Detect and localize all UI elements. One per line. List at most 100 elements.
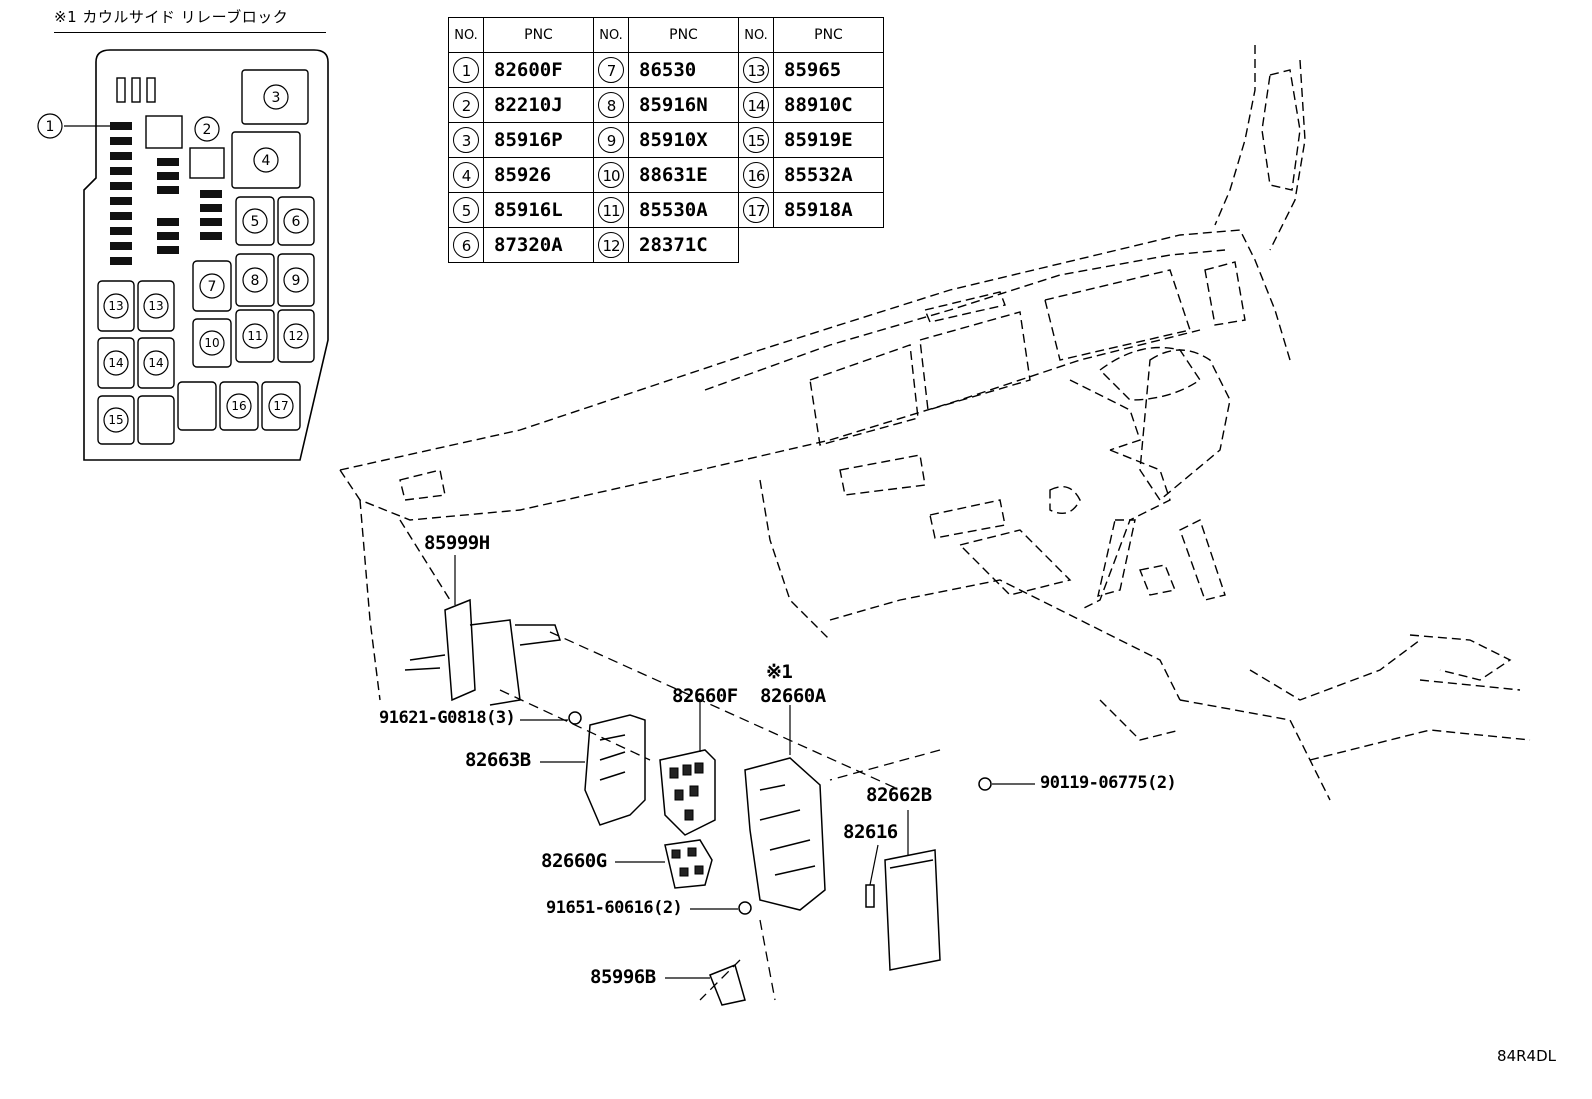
relay-slot-7-label: 7 — [199, 273, 225, 299]
relay-slot-13b-label: 13 — [143, 293, 169, 319]
number-badge: 14 — [743, 92, 769, 118]
number-badge: 1 — [453, 57, 479, 83]
number-badge: 4 — [453, 162, 479, 188]
relay-block-layout: 1 2 3 4 5 6 7 8 9 10 11 12 13 13 14 14 1… — [37, 49, 329, 461]
number-badge: 10 — [598, 162, 624, 188]
relay-82660g — [664, 839, 713, 889]
relay-slot-14b-label: 14 — [143, 350, 169, 376]
relay-slot-11-label: 11 — [242, 323, 268, 349]
relay-slot-12-label: 12 — [283, 323, 309, 349]
relay-block-82660f — [659, 749, 716, 836]
part-label-82663b: 82663B — [465, 749, 531, 771]
title-underline — [54, 32, 326, 33]
relay-slot-2-label: 2 — [194, 116, 220, 142]
number-badge: 16 — [743, 162, 769, 188]
relay-slot-number: 1 — [46, 119, 55, 135]
pnc-cell: 85916N — [628, 87, 739, 123]
part-label-91651-60616: 91651-60616(2) — [546, 898, 683, 918]
relay-slot-number: 15 — [108, 413, 123, 427]
number-badge: 2 — [453, 92, 479, 118]
relay-slot-number: 13 — [148, 299, 163, 313]
relay-block-cover-82663b — [584, 714, 646, 826]
relay-slot-number: 13 — [108, 299, 123, 313]
header-pnc: PNC — [628, 17, 739, 53]
relay-slot-4-label: 4 — [253, 147, 279, 173]
part-label-82660f: 82660F — [672, 685, 738, 707]
relay-block-title: ※1 カウルサイド リレーブロック — [54, 8, 289, 26]
relay-slot-number: 6 — [292, 214, 301, 230]
table-row: 2 82210J 8 85916N 14 88910C — [448, 87, 884, 123]
relay-slot-10-label: 10 — [199, 330, 225, 356]
relay-slot-number: 7 — [208, 279, 217, 295]
pnc-cell: 88631E — [628, 157, 739, 193]
pnc-cell: 85916L — [483, 192, 594, 228]
relay-slot-number: 14 — [148, 356, 163, 370]
table-header-row: NO. PNC NO. PNC NO. PNC — [448, 17, 884, 53]
assembly-guide-lines — [499, 631, 941, 1001]
relay-slot-number: 17 — [273, 399, 288, 413]
header-no: NO. — [448, 17, 484, 53]
part-label-90119-06775: 90119-06775(2) — [1040, 773, 1177, 793]
pnc-cell: 85918A — [773, 192, 884, 228]
part-label-85999h: 85999H — [424, 532, 490, 554]
number-badge: 7 — [598, 57, 624, 83]
relay-slot-15-label: 15 — [103, 407, 129, 433]
part-label-82660g: 82660G — [541, 850, 607, 872]
pnc-cell: 82210J — [483, 87, 594, 123]
junction-block-82660a — [744, 757, 826, 911]
number-badge: 17 — [743, 197, 769, 223]
relay-slot-number: 11 — [247, 329, 262, 343]
relay-slot-14a-label: 14 — [103, 350, 129, 376]
number-badge: 5 — [453, 197, 479, 223]
relay-slot-number: 4 — [262, 153, 271, 169]
number-badge: 15 — [743, 127, 769, 153]
number-badge: 11 — [598, 197, 624, 223]
relay-block-connectors — [110, 77, 222, 265]
relay-slot-number: 9 — [292, 273, 301, 289]
relay-slot-8-label: 8 — [242, 267, 268, 293]
relay-slot-13a-label: 13 — [103, 293, 129, 319]
relay-slot-9-label: 9 — [283, 267, 309, 293]
number-badge: 9 — [598, 127, 624, 153]
number-badge: 8 — [598, 92, 624, 118]
relay-slot-number: 14 — [108, 356, 123, 370]
number-badge: 12 — [598, 232, 624, 258]
part-label-82616: 82616 — [843, 821, 898, 843]
part-label-82662b: 82662B — [866, 784, 932, 806]
relay-slot-number: 5 — [251, 214, 260, 230]
relay-slot-number: 3 — [272, 90, 281, 106]
bracket-85996b — [709, 963, 746, 1006]
part-label-82660a: 82660A — [760, 685, 826, 707]
pnc-cell: 86530 — [628, 52, 739, 88]
relay-slot-number: 10 — [204, 336, 219, 350]
relay-slot-number: 2 — [203, 122, 212, 138]
number-badge: 13 — [743, 57, 769, 83]
relay-block-outline — [83, 49, 329, 461]
diagram-code: 84R4DL — [1497, 1047, 1556, 1065]
pnc-cell: 87320A — [483, 227, 594, 263]
header-pnc: PNC — [773, 17, 884, 53]
pnc-cell: 85530A — [628, 192, 739, 228]
pnc-cell: 85919E — [773, 122, 884, 158]
part-label-85996b: 85996B — [590, 966, 656, 988]
relay-slot-6-label: 6 — [283, 208, 309, 234]
relay-slot-3-label: 3 — [263, 84, 289, 110]
part-label-91621-g0818: 91621-G0818(3) — [379, 708, 516, 728]
relay-slot-16-label: 16 — [226, 393, 252, 419]
relay-block-numbers: 1 2 3 4 5 6 7 8 9 10 11 12 13 13 14 14 1… — [37, 84, 309, 433]
pnc-cell: 85926 — [483, 157, 594, 193]
fuse-puller-82616 — [865, 884, 875, 908]
relay-slot-5-label: 5 — [242, 208, 268, 234]
leader-lines — [454, 555, 1035, 979]
table-row: 4 85926 10 88631E 16 85532A — [448, 157, 884, 193]
pnc-cell: 88910C — [773, 87, 884, 123]
header-no: NO. — [738, 17, 774, 53]
relay-slot-number: 12 — [288, 329, 303, 343]
bolts — [568, 711, 992, 915]
relay-slot-17-label: 17 — [268, 393, 294, 419]
pnc-table: NO. PNC NO. PNC NO. PNC 1 82600F 7 86530… — [448, 17, 884, 263]
number-badge: 6 — [453, 232, 479, 258]
relay-slot-number: 16 — [231, 399, 246, 413]
